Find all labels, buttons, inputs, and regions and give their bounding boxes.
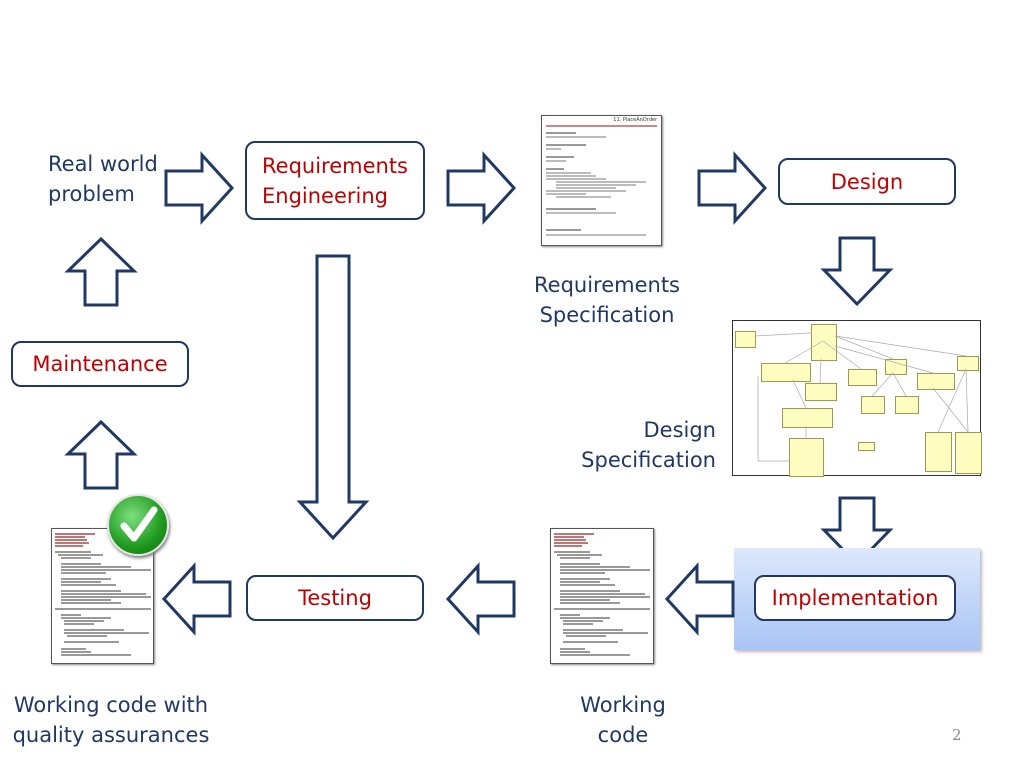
- req-spec-line-1: Requirements: [534, 273, 680, 297]
- arrow-up-icon: [64, 236, 138, 307]
- arrow-up-icon: [64, 419, 138, 490]
- arrow-right-icon: [446, 151, 517, 225]
- working-code-label: Working code: [563, 690, 683, 750]
- maintenance-box[interactable]: Maintenance: [11, 341, 189, 387]
- req-eng-line-1: Requirements: [262, 153, 408, 178]
- design-spec-line-2: Specification: [581, 448, 716, 472]
- requirements-doc-title: 11: PlaceAnOrder: [613, 117, 657, 123]
- arrow-right-icon: [164, 151, 235, 225]
- working-code-thumbnail: [550, 528, 654, 664]
- testing-box[interactable]: Testing: [246, 575, 424, 621]
- design-box[interactable]: Design: [778, 158, 956, 205]
- arrow-left-icon: [161, 562, 232, 636]
- implementation-box[interactable]: Implementation: [754, 575, 956, 621]
- arrow-left-icon: [445, 562, 516, 636]
- requirements-engineering-box[interactable]: Requirements Engineering: [245, 141, 425, 220]
- req-eng-line-2: Engineering: [262, 183, 388, 208]
- requirements-document-thumbnail: 11: PlaceAnOrder: [541, 115, 662, 246]
- arrow-right-icon: [697, 151, 768, 225]
- working-code-line-1: Working: [580, 693, 666, 717]
- arrow-down-long-icon: [296, 254, 370, 541]
- arrow-down-icon: [820, 496, 894, 567]
- design-specification-uml-thumbnail: [732, 320, 982, 477]
- page-number: 2: [952, 726, 962, 744]
- requirements-specification-label: Requirements Specification: [534, 270, 680, 330]
- design-box-label: Design: [830, 169, 904, 194]
- testing-box-label: Testing: [298, 586, 372, 610]
- arrow-down-icon: [820, 236, 894, 307]
- checkmark-badge-icon: [107, 494, 169, 556]
- working-code-qa-line-1: Working code with: [13, 693, 209, 717]
- design-specification-label: Design Specification: [576, 415, 716, 475]
- maintenance-box-label: Maintenance: [32, 352, 168, 376]
- req-spec-line-2: Specification: [539, 303, 675, 327]
- real-world-problem-label: Real world problem: [48, 149, 158, 209]
- working-code-qa-label: Working code with quality assurances: [0, 690, 222, 750]
- design-spec-line-1: Design: [643, 418, 716, 442]
- arrow-left-icon: [664, 562, 735, 636]
- real-world-line-1: Real world: [48, 152, 158, 176]
- working-code-line-2: code: [597, 723, 649, 747]
- real-world-line-2: problem: [48, 182, 135, 206]
- working-code-qa-line-2: quality assurances: [12, 723, 210, 747]
- implementation-box-label: Implementation: [771, 586, 939, 610]
